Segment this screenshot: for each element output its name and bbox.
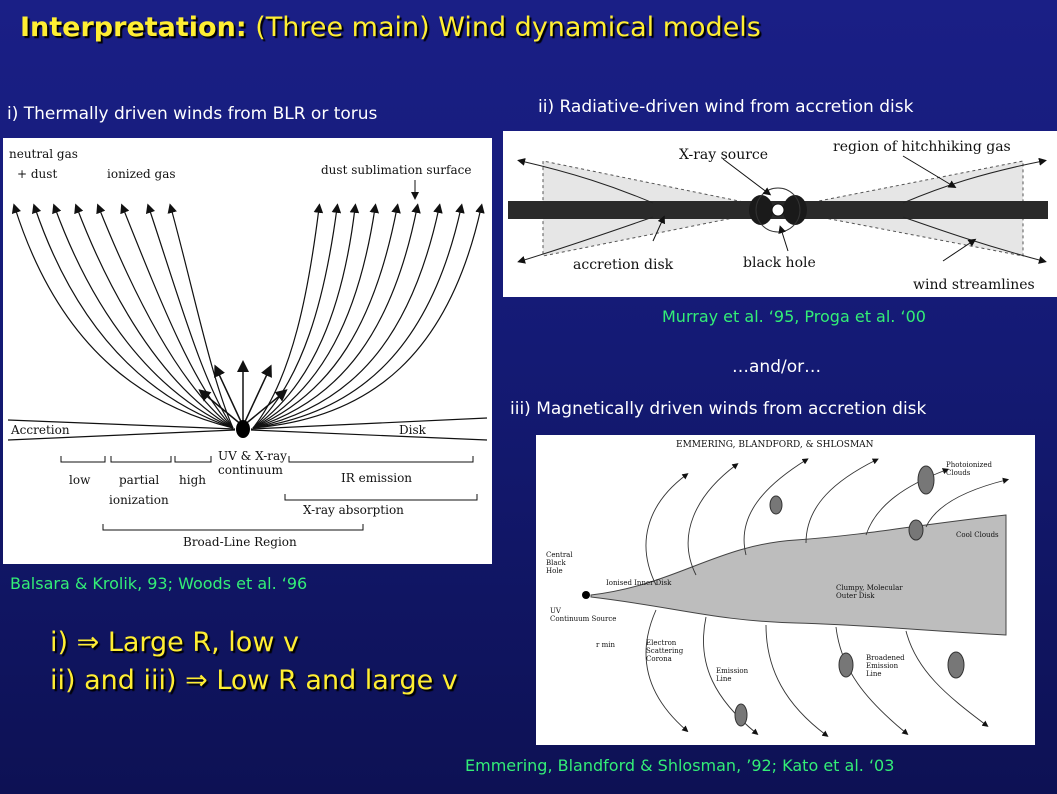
- label-continuum: continuum: [218, 463, 284, 477]
- label-rmin: r min: [596, 641, 615, 649]
- label-electron: Electron: [646, 639, 677, 647]
- label-accretion-disk: accretion disk: [573, 257, 674, 273]
- label-uv: UV: [550, 607, 562, 615]
- label-broad-line-region: Broad-Line Region: [183, 535, 297, 549]
- label-hole: Hole: [546, 567, 563, 575]
- caption-radiative: ii) Radiative-driven wind from accretion…: [538, 97, 914, 117]
- label-broadened: Broadened: [866, 654, 905, 662]
- label-high: high: [179, 473, 206, 487]
- label-cool-clouds: Cool Clouds: [956, 531, 999, 539]
- label-clouds: Clouds: [946, 469, 971, 477]
- title-rest: (Three main) Wind dynamical models: [255, 12, 761, 43]
- label-xray-absorption: X-ray absorption: [303, 503, 404, 517]
- label-low: low: [69, 473, 91, 487]
- label-ionized-gas: ionized gas: [107, 167, 176, 181]
- fig3-header: EMMERING, BLANDFORD, & SHLOSMAN: [676, 440, 874, 450]
- summary-line-2: ii) and iii) ⇒ Low R and large v: [50, 665, 458, 696]
- label-line: Line: [716, 675, 732, 683]
- label-hitchhiking-gas: region of hitchhiking gas: [833, 139, 1011, 155]
- label-accretion: Accretion: [10, 423, 70, 437]
- figure-thermal-wind: neutral gas + dust ionized gas dust subl…: [3, 138, 492, 564]
- label-uv-xray: UV & X-ray: [218, 449, 287, 463]
- label-clumpy-molecular: Clumpy, Molecular: [836, 584, 903, 592]
- summary-line-1: i) ⇒ Large R, low v: [50, 627, 299, 658]
- label-emission: Emission: [716, 667, 749, 675]
- figure-magnetic-wind: EMMERING, BLANDFORD, & SHLOSMAN Photoion…: [536, 435, 1035, 745]
- label-ionised-inner-disk: Ionised Inner Disk: [606, 579, 672, 587]
- label-broadened-line: Line: [866, 670, 882, 678]
- label-continuum-source: Continuum Source: [550, 615, 616, 623]
- ref-thermal: Balsara & Krolik, 93; Woods et al. ‘96: [10, 574, 308, 593]
- label-wind-streamlines: wind streamlines: [913, 277, 1035, 293]
- caption-andor: …and/or…: [732, 357, 822, 377]
- label-outer-disk: Outer Disk: [836, 592, 875, 600]
- ref-magnetic: Emmering, Blandford & Shlosman, ’92; Kat…: [465, 756, 895, 775]
- slide-title: Interpretation: (Three main) Wind dynami…: [20, 12, 761, 43]
- label-partial: partial: [119, 473, 159, 487]
- label-broadened-emission: Emission: [866, 662, 899, 670]
- caption-thermal: i) Thermally driven winds from BLR or to…: [7, 104, 378, 124]
- caption-magnetic: iii) Magnetically driven winds from accr…: [510, 399, 927, 419]
- label-xray-source: X-ray source: [679, 147, 768, 163]
- label-ir-emission: IR emission: [341, 471, 412, 485]
- label-dust: + dust: [17, 167, 57, 181]
- ref-radiative: Murray et al. ‘95, Proga et al. ‘00: [662, 307, 926, 326]
- label-disk: Disk: [399, 423, 427, 437]
- label-central: Central: [546, 551, 573, 559]
- label-black: Black: [546, 559, 566, 567]
- label-neutral-gas: neutral gas: [9, 147, 78, 161]
- label-black-hole: black hole: [743, 255, 816, 271]
- title-bold: Interpretation:: [20, 12, 247, 43]
- label-corona: Corona: [646, 655, 672, 663]
- label-scattering: Scattering: [646, 647, 684, 655]
- label-dust-sublimation: dust sublimation surface: [321, 163, 471, 177]
- label-ionization: ionization: [109, 493, 169, 507]
- label-photoionized: Photoionized: [946, 461, 992, 469]
- figure-radiative-wind: X-ray source region of hitchhiking gas a…: [503, 131, 1057, 297]
